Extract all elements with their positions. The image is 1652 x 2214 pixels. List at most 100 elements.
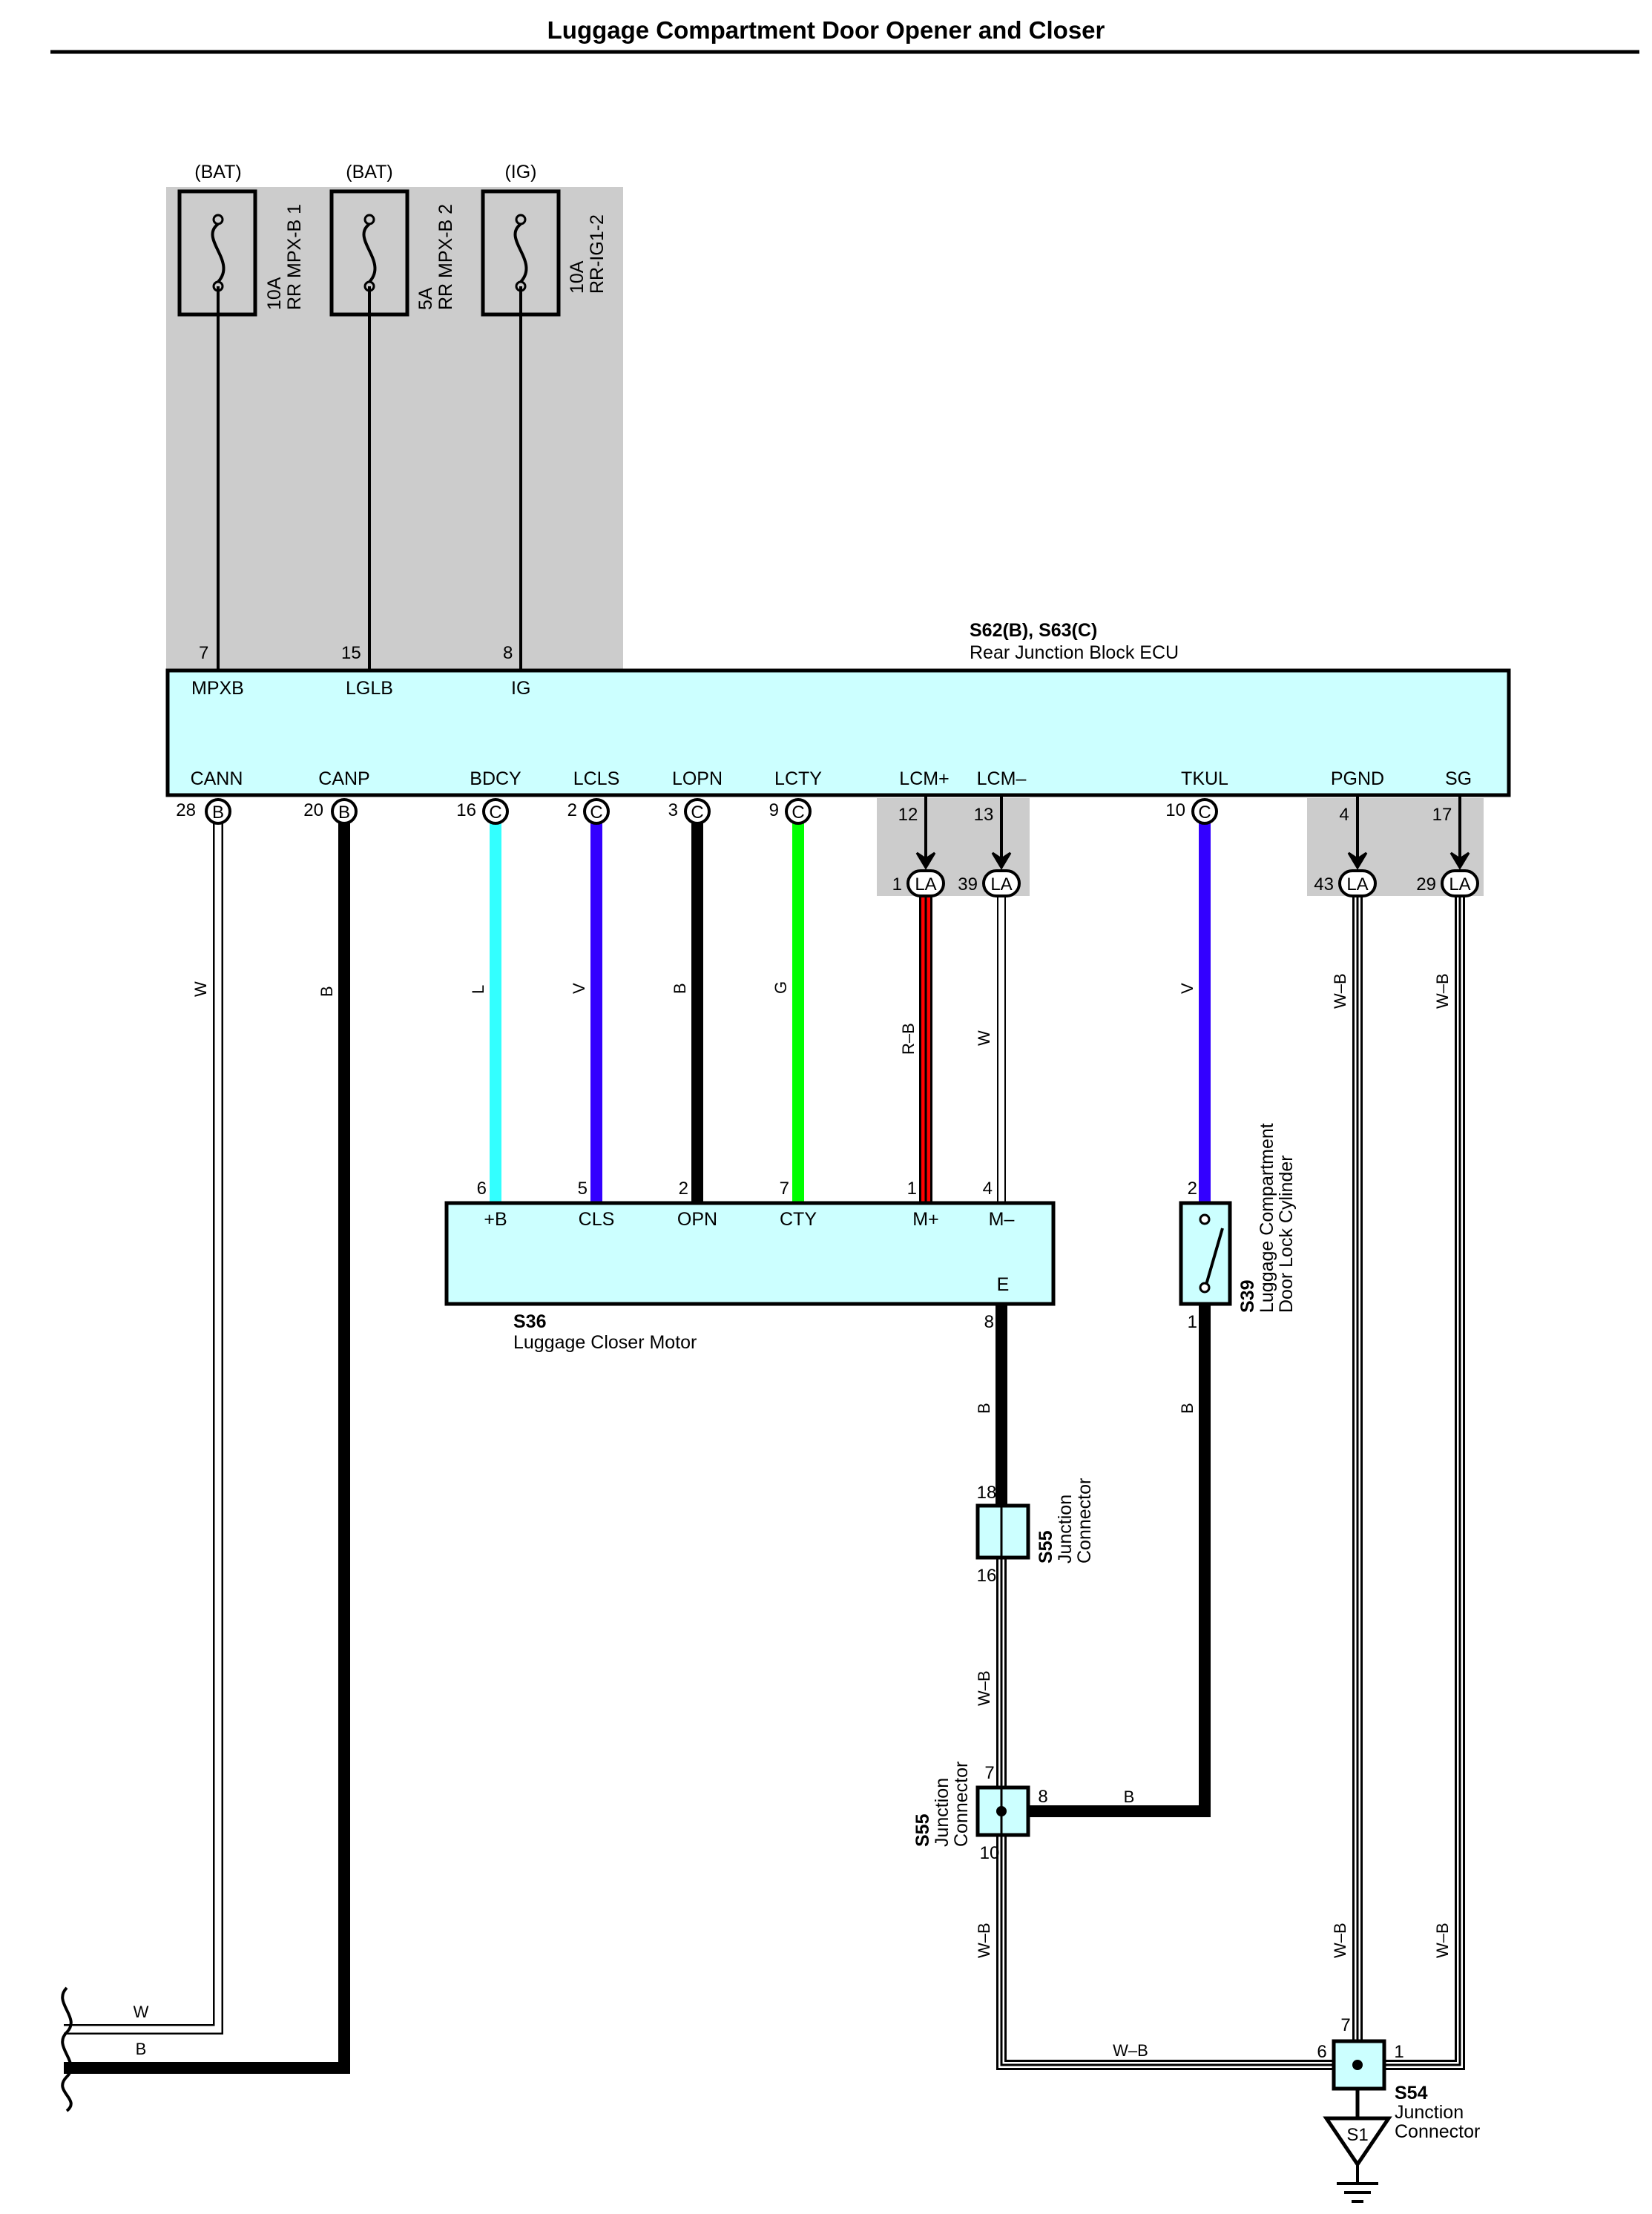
ecu-pin-label-lcls: LCLS [573, 768, 620, 789]
svg-text:C: C [792, 803, 804, 823]
ecu-pin-label-canp: CANP [318, 768, 369, 789]
wire-label-pgnd: W–B [1331, 973, 1349, 1009]
ecu-pin-label-cann: CANN [191, 768, 243, 789]
svg-text:LA: LA [990, 874, 1012, 895]
ecu-box [165, 668, 1511, 797]
wire-label-sg: W–B [1433, 973, 1452, 1009]
wire-label-lcty: G [771, 981, 790, 994]
s55-lower-right-num: 8 [1038, 1787, 1047, 1807]
s54-line1: Junction [1395, 2102, 1464, 2123]
ecu-pin-num-pgnd: 4 [1339, 805, 1349, 825]
fuse-3-element-icon [513, 223, 528, 283]
svg-text:B: B [338, 803, 350, 823]
motor-pin-num-opn: 2 [679, 1179, 688, 1199]
s55-upper-line2: Connector [1074, 1478, 1095, 1564]
motor-pin-num-b: 6 [477, 1179, 487, 1199]
svg-text:LA: LA [915, 874, 936, 895]
wire-canp [64, 822, 350, 2074]
ecu-pin-label-mpxb: MPXB [191, 678, 244, 699]
wire-label-canp: B [317, 986, 336, 997]
la-connectors: LA 1 LA 39 LA 43 LA 29 [892, 795, 1479, 897]
switch-bottom-num: 1 [1188, 1312, 1197, 1332]
wire-break-icon [61, 1986, 73, 2112]
fuse-2-name: RR MPX-B 2 [435, 204, 456, 310]
wire-label-s55-h: B [1124, 1788, 1135, 1806]
s54-left-num: 6 [1317, 2042, 1326, 2062]
wire-cann [64, 822, 223, 2035]
wire-label-left-b: B [136, 2040, 147, 2058]
svg-text:1: 1 [892, 874, 902, 895]
wire-sg-fill [1384, 896, 1463, 2068]
ecu-pin-num-bdcy: 16 [456, 800, 476, 820]
s55-lower-id: S55 [912, 1813, 933, 1847]
motor-id: S36 [513, 1311, 546, 1332]
motor-pin-label-mminus: M– [989, 1209, 1015, 1230]
wire-label-tkul: V [1178, 983, 1197, 994]
motor-pin-label-mplus: M+ [912, 1209, 938, 1230]
motor-box [444, 1201, 1056, 1306]
ground-triangle-icon [1323, 2116, 1392, 2168]
wire-label-bdcy: L [469, 985, 487, 994]
wire-label-lcm-plus: R–B [899, 1023, 918, 1055]
s55-upper-id: S55 [1036, 1530, 1056, 1564]
ecu-name: Rear Junction Block ECU [970, 642, 1179, 663]
wire-label-sg-low: W–B [1433, 1923, 1452, 1958]
fuse-2: (BAT) 5A RR MPX-B 2 [329, 162, 456, 317]
wire-label-bottom-h: W–B [1113, 2041, 1148, 2060]
wire-label-left-w: W [134, 2003, 149, 2021]
ecu-pin-label-lopn: LOPN [672, 768, 723, 789]
s55-upper-line1: Junction [1055, 1495, 1076, 1564]
fuse-2-source: (BAT) [346, 162, 392, 182]
ecu-pin-label-lglb: LGLB [346, 678, 393, 699]
s55-lower-line1: Junction [932, 1778, 952, 1847]
svg-text:39: 39 [958, 874, 978, 895]
s54-id: S54 [1395, 2083, 1428, 2103]
motor-pin-label-opn: OPN [677, 1209, 717, 1230]
fuse-3-source: (IG) [504, 162, 536, 182]
wire-s39-out [1028, 1304, 1211, 1817]
fuse-1-element-icon [211, 223, 226, 283]
svg-text:29: 29 [1416, 874, 1436, 895]
ecu-pin-label-tkul: TKUL [1181, 768, 1228, 789]
switch-name-line2: Door Lock Cylinder [1276, 1155, 1297, 1313]
switch-top-num: 2 [1188, 1179, 1197, 1199]
ecu-pin-num-lcm-minus: 13 [974, 805, 994, 825]
s55-lower-top-num: 7 [984, 1763, 994, 1783]
motor-pin-label-cty: CTY [780, 1209, 817, 1230]
ecu-pin-label-pgnd: PGND [1331, 768, 1384, 789]
motor-pin-label-b: +B [484, 1209, 507, 1230]
ground-label: S1 [1346, 2125, 1368, 2145]
fuse-2-rating: 5A [415, 287, 436, 310]
svg-text:LA: LA [1346, 874, 1368, 895]
ecu-pin-label-ig: IG [511, 678, 530, 699]
fuse-1-source: (BAT) [194, 162, 241, 182]
ecu-id: S62(B), S63(C) [970, 620, 1097, 641]
wire-label-cann: W [191, 981, 210, 997]
svg-text:LA: LA [1449, 874, 1470, 895]
wire-label-s55-low: W–B [975, 1923, 993, 1958]
s55-lower-bottom-num: 10 [980, 1843, 1000, 1863]
wire-label-motor-e: B [975, 1403, 993, 1414]
fuse-1-name: RR MPX-B 1 [284, 204, 305, 310]
ecu-pin-label-lcm-plus: LCM+ [899, 768, 949, 789]
motor-pin-label-cls: CLS [579, 1209, 615, 1230]
arrow-down-icon [915, 851, 936, 870]
ecu-pin-label-sg: SG [1445, 768, 1472, 789]
wire-label-lcm-minus: W [975, 1030, 993, 1046]
motor-name: Luggage Closer Motor [513, 1332, 697, 1353]
motor-pin-num-cls: 5 [578, 1179, 588, 1199]
motor-pin-num-e: 8 [984, 1312, 994, 1332]
ecu-pin-num-canp: 20 [303, 800, 323, 820]
ecu-pin-label-lcm-minus: LCM– [977, 768, 1027, 789]
svg-text:B: B [212, 803, 224, 823]
wire-label-lcls: V [570, 983, 588, 994]
wire-sg [1384, 896, 1465, 2070]
ecu-top-pin-num-mpxb: 7 [199, 643, 208, 663]
switch-id: S39 [1237, 1280, 1258, 1313]
wire-label-pgnd-low: W–B [1331, 1923, 1349, 1958]
wire-s55-low [996, 1835, 1334, 2070]
fuse-1-rating: 10A [264, 277, 285, 310]
ecu-pin-num-lopn: 3 [668, 800, 678, 820]
ecu-pin-label-bdcy: BDCY [470, 768, 521, 789]
motor-pin-label-e: E [997, 1274, 1010, 1295]
